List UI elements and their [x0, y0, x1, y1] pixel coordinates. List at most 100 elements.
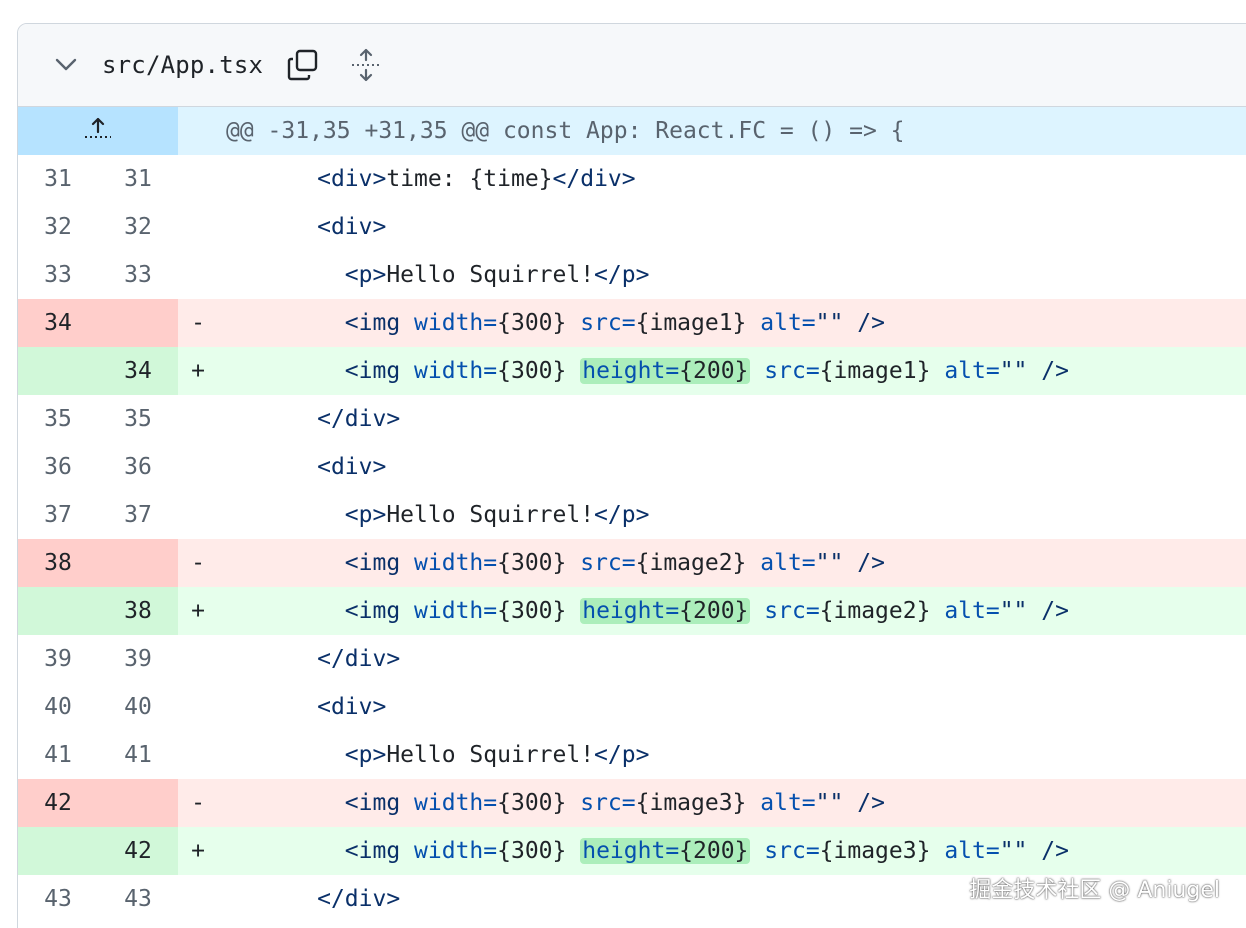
code-token: {image1}	[635, 310, 747, 336]
code-line: <img width={300} height={200} src={image…	[218, 347, 1246, 395]
old-line-number[interactable]: 39	[44, 646, 72, 672]
chevron-down-icon[interactable]	[52, 51, 80, 79]
unfold-icon[interactable]	[349, 48, 383, 82]
new-line-number[interactable]	[98, 539, 178, 587]
new-line-number[interactable]: 40	[124, 694, 152, 720]
diff-table: @@ -31,35 +31,35 @@ const App: React.FC …	[18, 107, 1246, 923]
old-line-number[interactable]: 37	[44, 502, 72, 528]
new-line-number[interactable]: 31	[124, 166, 152, 192]
code-text	[746, 550, 760, 576]
code-token: {300}	[497, 310, 567, 336]
old-line-number[interactable]: 42	[18, 779, 98, 827]
code-token: <div>	[317, 214, 387, 240]
diff-sign	[178, 683, 218, 731]
expand-up-button[interactable]	[18, 107, 178, 155]
code-text	[400, 790, 414, 816]
code-indent	[234, 406, 317, 432]
old-line-number[interactable]: 33	[44, 262, 72, 288]
code-part: </div>	[553, 166, 636, 192]
code-token: />	[1041, 838, 1069, 864]
old-line-number[interactable]: 31	[44, 166, 72, 192]
code-token: src=	[580, 790, 636, 816]
diff-sign	[178, 203, 218, 251]
diff-sign	[178, 635, 218, 683]
old-line-number[interactable]: 40	[44, 694, 72, 720]
code-token: </div>	[317, 646, 401, 672]
old-line-number[interactable]	[18, 347, 98, 395]
code-token: <img	[344, 310, 401, 336]
diff-sign: +	[191, 598, 205, 624]
new-line-number[interactable]: 37	[124, 502, 152, 528]
code-text	[750, 358, 764, 384]
code-token: </p>	[594, 262, 650, 288]
code-token: alt=	[944, 838, 1000, 864]
code-token: width=	[414, 598, 498, 624]
new-line-number[interactable]: 38	[98, 587, 178, 635]
diff-line: 34+ <img width={300} height={200} src={i…	[18, 347, 1246, 395]
code-indent	[234, 790, 345, 816]
code-token: <div>	[317, 694, 387, 720]
new-line-number[interactable]: 36	[124, 454, 152, 480]
code-token: src=	[580, 550, 636, 576]
code-text	[930, 838, 944, 864]
new-line-number[interactable]: 43	[124, 886, 152, 912]
new-line-number[interactable]	[98, 779, 178, 827]
code-token: </div>	[317, 886, 401, 912]
code-text	[566, 598, 580, 624]
code-text	[400, 550, 414, 576]
code-indent	[234, 358, 345, 384]
new-line-number[interactable]: 35	[124, 406, 152, 432]
code-token: width=	[414, 358, 498, 384]
code-indent	[234, 646, 317, 672]
old-line-number[interactable]: 43	[44, 886, 72, 912]
code-text	[843, 310, 857, 336]
code-text	[400, 598, 414, 624]
hunk-header-row: @@ -31,35 +31,35 @@ const App: React.FC …	[18, 107, 1246, 155]
copy-icon[interactable]	[285, 47, 321, 83]
old-line-number[interactable]: 41	[44, 742, 72, 768]
new-line-number[interactable]: 39	[124, 646, 152, 672]
new-line-number[interactable]: 42	[98, 827, 178, 875]
code-part: </p>	[594, 742, 649, 768]
code-indent	[234, 214, 317, 240]
code-part: </p>	[594, 502, 649, 528]
code-token: {time}	[469, 166, 553, 192]
old-line-number[interactable]	[18, 827, 98, 875]
diff-file: src/App.tsx	[17, 23, 1246, 928]
code-line: </div>	[218, 875, 1246, 923]
code-token: src=	[764, 838, 820, 864]
new-line-number[interactable]: 32	[124, 214, 152, 240]
code-part: <img width={300}	[345, 838, 580, 864]
old-line-number[interactable]	[18, 587, 98, 635]
diff-sign	[178, 875, 218, 923]
code-token: />	[857, 310, 885, 336]
new-line-number[interactable]	[98, 299, 178, 347]
code-text	[930, 598, 944, 624]
code-token: height=	[582, 838, 680, 864]
code-token: </p>	[594, 742, 650, 768]
code-text	[930, 358, 944, 384]
code-token: {image2}	[819, 598, 931, 624]
code-part: </div>	[317, 646, 400, 672]
code-text	[400, 358, 414, 384]
old-line-number[interactable]: 34	[18, 299, 98, 347]
code-text: Hello Squirrel!	[386, 262, 595, 288]
new-line-number[interactable]: 34	[98, 347, 178, 395]
new-line-number[interactable]: 41	[124, 742, 152, 768]
old-line-number[interactable]: 38	[18, 539, 98, 587]
code-line: <img width={300} height={200} src={image…	[218, 587, 1246, 635]
old-line-number[interactable]: 32	[44, 214, 72, 240]
code-part: src={image2} alt="" />	[750, 598, 1069, 624]
code-part: <div>	[317, 166, 386, 192]
diff-sign	[178, 251, 218, 299]
code-line: <p>Hello Squirrel!</p>	[218, 731, 1246, 779]
new-line-number[interactable]: 33	[124, 262, 152, 288]
old-line-number[interactable]: 36	[44, 454, 72, 480]
file-name[interactable]: src/App.tsx	[102, 51, 264, 79]
code-line: <div>	[218, 203, 1246, 251]
code-part: <p>	[345, 742, 387, 768]
code-part: <p>	[345, 262, 387, 288]
code-line: <p>Hello Squirrel!</p>	[218, 491, 1246, 539]
diff-line: 43 43 </div>	[18, 875, 1246, 923]
old-line-number[interactable]: 35	[44, 406, 72, 432]
